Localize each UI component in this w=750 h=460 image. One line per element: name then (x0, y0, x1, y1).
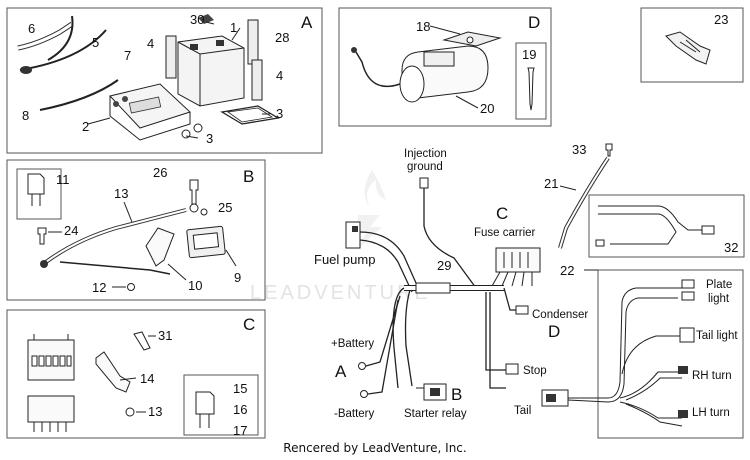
label-injection-ground-2: ground (407, 161, 443, 173)
part-4-right: 4 (276, 68, 283, 83)
part-22: 22 (560, 263, 574, 278)
label-battery-letter: A (335, 362, 347, 381)
label-injection-ground-1: Injection (404, 148, 447, 160)
label-fuel-pump: Fuel pump (314, 252, 375, 267)
panel-condenser: D 18 20 19 (338, 7, 552, 127)
label-starter-letter: B (451, 385, 462, 404)
part-11: 11 (56, 172, 70, 187)
part-13-b: 12 (92, 280, 106, 295)
part-21: 21 (544, 176, 558, 191)
part-19: 19 (522, 47, 536, 62)
panel-battery: A (6, 7, 323, 154)
label-lh-turn: LH turn (692, 407, 730, 419)
part-10: 10 (188, 278, 202, 293)
panel-fuse-carrier: C 14 31 13 15 16 17 (6, 309, 266, 439)
label-plus-battery: +Battery (331, 338, 374, 350)
part-3: 3 (206, 131, 213, 146)
part-8: 7 (124, 48, 131, 63)
panel-32: 32 (588, 194, 745, 258)
part-5: 3 (276, 106, 283, 121)
part-13-c: 13 (148, 404, 162, 419)
part-27: 8 (22, 108, 29, 123)
part-2: 2 (82, 119, 89, 134)
label-condenser-letter: D (548, 322, 560, 341)
part-25: 26 (153, 165, 167, 180)
panel-letter-d: D (528, 13, 540, 32)
part-4-left: 4 (147, 36, 154, 51)
panel-23: 23 (640, 7, 744, 83)
part-30: 30 (190, 12, 204, 27)
label-plate-light-2: light (708, 293, 730, 305)
panel-starter-relay: B 11 13 26 25 24 10 9 12 (6, 159, 266, 301)
part-15: 15 (233, 381, 247, 396)
label-plate-light-1: Plate (706, 279, 732, 291)
part-14: 14 (140, 371, 154, 386)
panel-letter-a: A (301, 13, 313, 32)
label-stop: Stop (523, 365, 547, 377)
label-tail: Tail (514, 405, 531, 417)
part-17: 17 (233, 423, 247, 438)
label-fuse-letter: C (496, 204, 508, 223)
part-6: 5 (92, 35, 99, 50)
wiring-harness: 33 21 (314, 142, 744, 439)
part-23: 23 (714, 12, 728, 27)
panel-letter-b: B (243, 167, 254, 186)
part-31: 31 (158, 328, 172, 343)
part-24: 24 (64, 223, 78, 238)
part-16: 16 (233, 402, 247, 417)
label-rh-turn: RH turn (692, 370, 732, 382)
part-7: 6 (28, 21, 35, 36)
part-33: 33 (572, 142, 586, 157)
watermark-text: LEADVENTURE (250, 282, 431, 304)
label-minus-battery: -Battery (334, 408, 375, 420)
label-fuse-carrier: Fuse carrier (474, 227, 536, 239)
label-part-29: 29 (437, 258, 451, 273)
part-32: 32 (724, 240, 738, 255)
part-20: 20 (480, 101, 494, 116)
panel-letter-c: C (243, 315, 255, 334)
part-1: 1 (230, 20, 237, 35)
label-condenser: Condenser (532, 309, 588, 321)
part-9: 9 (234, 270, 241, 285)
credit-line: Rencered by LeadVenture, Inc. (283, 441, 467, 455)
part-12: 13 (114, 186, 128, 201)
label-tail-light: Tail light (696, 330, 738, 342)
label-starter-relay: Starter relay (404, 408, 467, 420)
part-28: 28 (275, 30, 289, 45)
part-18: 18 (416, 19, 430, 34)
part-26: 25 (218, 200, 232, 215)
